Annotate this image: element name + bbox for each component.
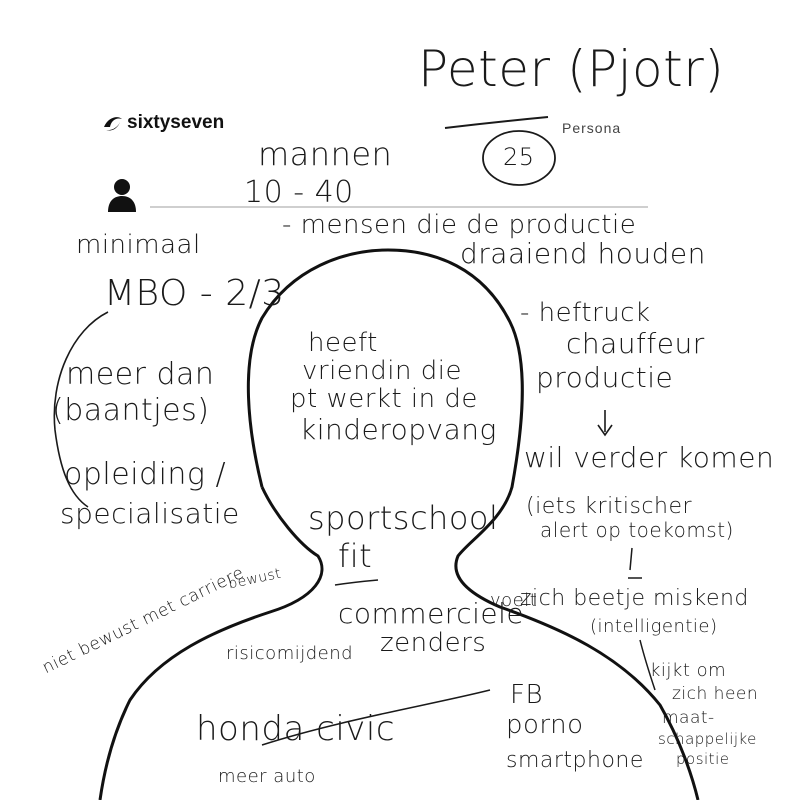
silhouette-left-shoulder [98, 486, 324, 800]
car-text: honda civic [196, 709, 396, 749]
head-note-1: heeft [308, 328, 378, 358]
around-text: zich heen [672, 684, 759, 704]
brand-text: sixtyseven [127, 112, 225, 133]
gender-text: mannen [258, 135, 393, 173]
connector-line [628, 547, 642, 579]
intelligence-text: (intelligentie) [590, 616, 718, 637]
bracket-line [53, 311, 109, 508]
driver-text: chauffeur [566, 327, 705, 360]
phone-text: smartphone [506, 748, 644, 773]
social-text: maat- [662, 708, 715, 728]
porn-text: porno [506, 710, 584, 740]
silhouette-outline [246, 248, 700, 800]
head-note-4: kinderopvang [300, 413, 497, 446]
gym-text: sportschool [308, 499, 499, 537]
production-text: productie [536, 361, 674, 394]
person-icon [108, 179, 136, 212]
persona-age: 25 [503, 143, 535, 171]
commercials-text: commerciele [338, 597, 525, 630]
fit-underline [334, 579, 379, 586]
channels-text: zenders [380, 628, 487, 658]
specialisation-text: specialisatie [60, 497, 240, 530]
persona-name: Peter (Pjotr) [418, 40, 725, 98]
arrow-down-icon [597, 410, 613, 437]
social-text-2: schappelijke [658, 730, 757, 748]
lower-curve-line [261, 689, 491, 746]
persona-label: Persona [562, 120, 622, 136]
name-underline [444, 116, 549, 129]
age-circle [482, 130, 556, 186]
forklift-text: - heftruck [520, 298, 651, 328]
looks-text: kijkt om [650, 660, 727, 681]
feels-text: voelt [490, 590, 538, 611]
progress-text: wil verder komen [524, 441, 775, 474]
position-text: positie [676, 750, 730, 768]
sixtyseven-swirl-icon [104, 117, 122, 131]
fit-text: fit [338, 537, 373, 575]
role-text-2: draaiend houden [460, 237, 706, 270]
future-text: alert op toekomst) [540, 518, 734, 542]
head-note-3: pt werkt in de [290, 384, 478, 414]
training-text: opleiding / [64, 457, 227, 492]
education-text: MBO - 2/3 [104, 273, 285, 314]
sixtyseven-logo: sixtyseven [102, 112, 224, 134]
fb-text: FB [510, 680, 543, 710]
jobs-text: (baantjes) [52, 393, 210, 428]
misunderstood-text: zich beetje miskend [520, 586, 749, 611]
more-than-text: meer dan [66, 357, 215, 392]
critical-text: (iets kritischer [526, 494, 693, 519]
risk-text: risicomijdend [226, 643, 354, 664]
age-range-text: 10 - 40 [244, 175, 354, 210]
role-text: - mensen die de productie [282, 210, 637, 240]
head-note-2: vriendin die [302, 356, 462, 386]
minimaal-text: minimaal [76, 230, 201, 260]
car-sub-text: meer auto [218, 766, 316, 787]
connector-line-2 [639, 639, 656, 691]
